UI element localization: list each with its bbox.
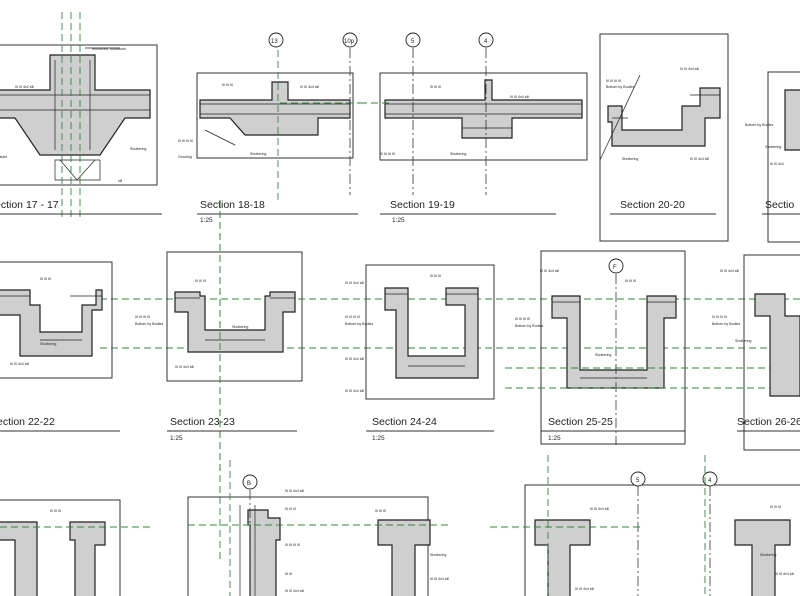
- grid-tag-13: 13: [271, 39, 278, 45]
- svg-text:III III III III: III III III III: [515, 317, 530, 321]
- section-row-3: III III III B III III 4x4 sill III III I…: [0, 455, 800, 596]
- svg-text:III III III III: III III III III: [285, 543, 300, 547]
- svg-text:Shuttering: Shuttering: [430, 553, 446, 557]
- section-18-scale: 1:25: [200, 217, 213, 224]
- svg-text:III III III III: III III III III: [345, 315, 360, 319]
- svg-text:III III III III: III III III III: [178, 139, 193, 143]
- svg-text:III III 4x4 sill: III III 4x4 sill: [10, 362, 29, 366]
- section-20-detail: III III III III Bottom by Bodies III III…: [599, 33, 729, 242]
- svg-text:Bottom by Bodies: Bottom by Bodies: [606, 85, 634, 89]
- section-22-detail: III III III Shuttering III III 4x4 sill …: [0, 261, 120, 432]
- section-26-detail: III III 4x4 sill III III III III Bottom …: [712, 254, 800, 451]
- svg-text:III III III III: III III III III: [135, 315, 150, 319]
- svg-text:III III 4x4 sill: III III 4x4 sill: [540, 269, 559, 273]
- grid-tag-4: 4: [484, 39, 488, 45]
- section-25-detail: F III III 4x4 sill III III III III III I…: [505, 250, 800, 445]
- svg-text:III III 4x4 sill: III III 4x4 sill: [510, 95, 529, 99]
- section-22-title: Section 22-22: [0, 416, 55, 428]
- svg-text:Sealant: Sealant: [0, 155, 7, 159]
- section-26-title: Section 26-26: [737, 416, 800, 428]
- svg-text:III III III: III III III: [195, 279, 206, 283]
- grid-tag-5: 5: [411, 39, 415, 45]
- svg-text:III III: III III: [285, 572, 292, 576]
- svg-text:III III III: III III III: [430, 85, 441, 89]
- section-24-detail: III III III III III 4x4 sill III III III…: [345, 264, 495, 442]
- svg-text:III III 4x4 sill: III III 4x4 sill: [575, 587, 594, 591]
- svg-text:reinforced, blockwork: reinforced, blockwork: [92, 47, 126, 51]
- svg-text:Shuttering: Shuttering: [232, 325, 248, 329]
- svg-text:Bottom by Bodies: Bottom by Bodies: [712, 322, 740, 326]
- svg-text:III III 4x4 sill: III III 4x4 sill: [175, 365, 194, 369]
- section-19-scale: 1:25: [392, 217, 405, 224]
- svg-text:sill: sill: [118, 179, 122, 183]
- section-21-title: Sectio: [765, 199, 794, 211]
- svg-text:III III III: III III III: [222, 83, 233, 87]
- svg-text:III III 4x4 sill: III III 4x4 sill: [285, 489, 304, 493]
- svg-text:III III III: III III III: [50, 509, 61, 513]
- grid-tag-10p: 10p: [344, 39, 355, 45]
- svg-text:Shuttering: Shuttering: [450, 152, 466, 156]
- svg-text:III III 4x4: III III 4x4: [770, 162, 784, 166]
- section-25-scale: 1:25: [548, 435, 561, 442]
- svg-text:III III III: III III III: [375, 509, 386, 513]
- svg-text:Shuttering: Shuttering: [130, 147, 146, 151]
- svg-text:Shuttering: Shuttering: [622, 157, 638, 161]
- svg-text:Grouting: Grouting: [178, 155, 192, 159]
- svg-text:III III III III: III III III III: [606, 79, 621, 83]
- svg-text:Shuttering: Shuttering: [250, 152, 266, 156]
- svg-text:III III 4x4 sill: III III 4x4 sill: [285, 589, 304, 593]
- svg-text:Bottom by Bodies: Bottom by Bodies: [515, 324, 543, 328]
- svg-text:III III 4x4 sill: III III 4x4 sill: [775, 572, 794, 576]
- svg-text:Shuttering: Shuttering: [760, 553, 776, 557]
- svg-text:III III III: III III III: [430, 274, 441, 278]
- section-24-scale: 1:25: [372, 435, 385, 442]
- grid-tag-F: F: [613, 265, 617, 271]
- section-21-detail: Bottom by Bodies Shuttering III III 4x4 …: [745, 71, 800, 243]
- svg-text:III III III III: III III III III: [712, 315, 727, 319]
- svg-text:III III III: III III III: [625, 279, 636, 283]
- section-19-detail: 5 4 III III III III III 4x4 sill III III…: [360, 32, 588, 224]
- svg-text:III III 4x2 sill: III III 4x2 sill: [15, 85, 34, 89]
- grid-tag-4b: 4: [708, 478, 712, 484]
- section-23-scale: 1:25: [170, 435, 183, 442]
- svg-text:III III 4x4 sill: III III 4x4 sill: [690, 157, 709, 161]
- svg-text:III III 4x4 sill: III III 4x4 sill: [680, 67, 699, 71]
- svg-text:Shuttering: Shuttering: [765, 145, 781, 149]
- svg-text:III III 4x4 sill: III III 4x4 sill: [720, 269, 739, 273]
- svg-text:III III 4x4 sill: III III 4x4 sill: [345, 281, 364, 285]
- grid-tag-B: B: [247, 481, 251, 487]
- grid-tag-5b: 5: [636, 478, 640, 484]
- svg-text:III III III: III III III: [770, 505, 781, 509]
- svg-text:Shuttering: Shuttering: [735, 339, 751, 343]
- section-19-title: Section 19-19: [390, 199, 455, 211]
- section-23-detail: III III III III III III III Bottom by Bo…: [135, 200, 303, 470]
- section-23-title: Section 23-23: [170, 416, 235, 428]
- svg-text:III III III: III III III: [285, 507, 296, 511]
- svg-text:III III III III: III III III III: [380, 152, 395, 156]
- svg-text:III III 4x4 sill: III III 4x4 sill: [430, 577, 449, 581]
- section-18-title: Section 18-18: [200, 199, 265, 211]
- svg-text:III III 4x4 sill: III III 4x4 sill: [590, 507, 609, 511]
- svg-text:III III 4x4 sill: III III 4x4 sill: [345, 357, 364, 361]
- svg-text:III III 4x4 sill: III III 4x4 sill: [300, 85, 319, 89]
- svg-text:Bottom by Bodies: Bottom by Bodies: [745, 123, 773, 127]
- svg-text:Shuttering: Shuttering: [595, 353, 611, 357]
- section-24-title: Section 24-24: [372, 416, 437, 428]
- svg-text:III III III: III III III: [40, 277, 51, 281]
- section-20-title: Section 20-20: [620, 199, 685, 211]
- section-25-title: Section 25-25: [548, 416, 613, 428]
- svg-text:Shuttering: Shuttering: [40, 342, 56, 346]
- section-17-title: Section 17 - 17: [0, 199, 59, 211]
- svg-text:Bottom by Bodies: Bottom by Bodies: [135, 322, 163, 326]
- section-17-detail: reinforced, blockwork III III 4x2 sill S…: [0, 12, 162, 220]
- svg-text:Bottom by Bodies: Bottom by Bodies: [345, 322, 373, 326]
- svg-text:III III 4x4 sill: III III 4x4 sill: [345, 389, 364, 393]
